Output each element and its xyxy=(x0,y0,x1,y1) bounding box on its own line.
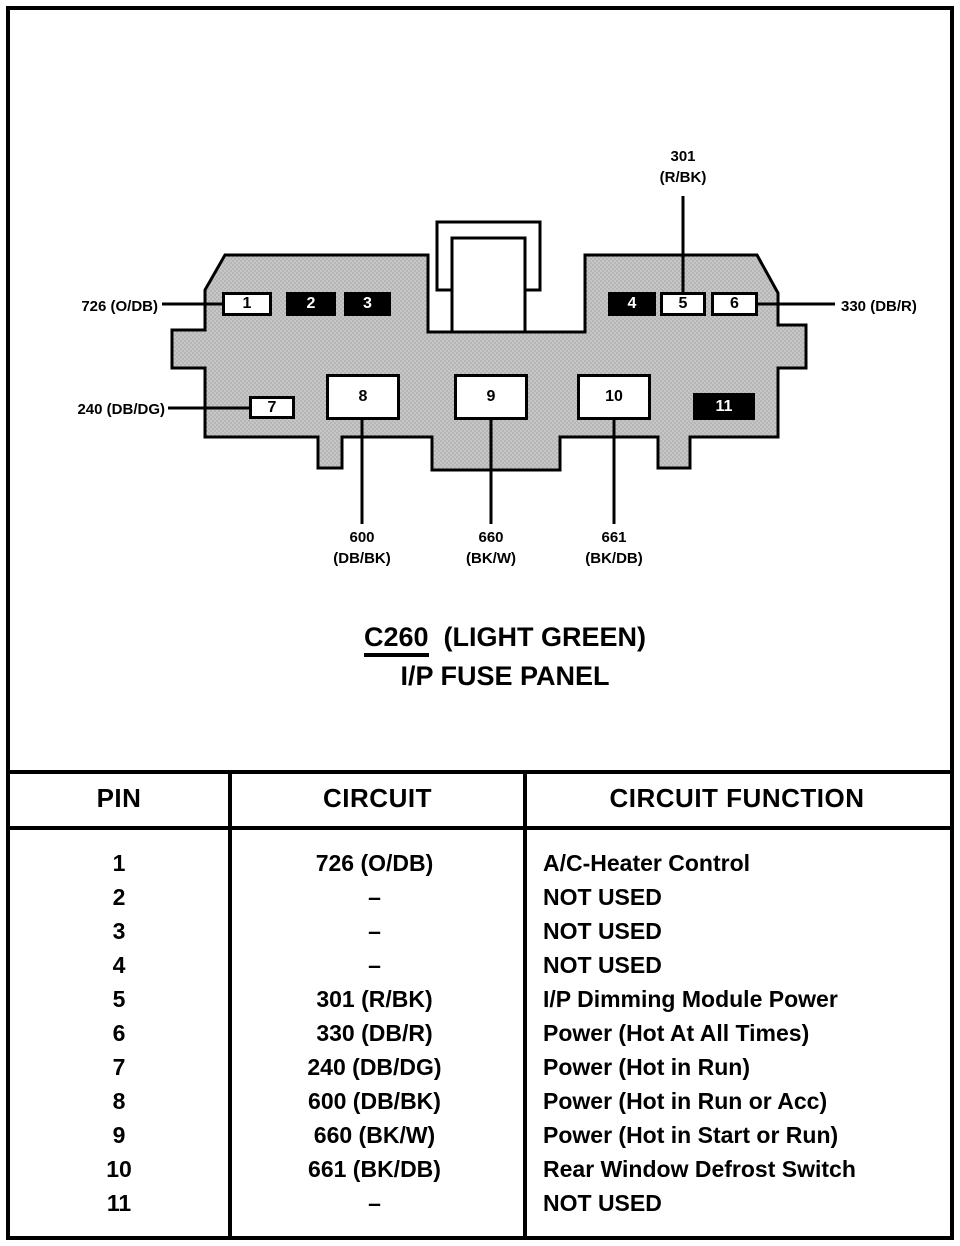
cell-function: A/C-Heater Control xyxy=(543,849,751,876)
wire-label-240: 240 (DB/DG) xyxy=(77,401,165,418)
table-row: 5 301 (R/BK) I/P Dimming Module Power xyxy=(10,982,948,1016)
wire-label-600-color: (DB/BK) xyxy=(333,550,391,567)
wire-label-600: 600 (DB/BK) xyxy=(312,527,412,569)
cell-pin: 10 xyxy=(106,1155,132,1182)
pin-9: 9 xyxy=(454,374,528,420)
connector-title-line: C260 (LIGHT GREEN) xyxy=(30,622,960,657)
connector-code: C260 xyxy=(363,622,429,657)
pin-3: 3 xyxy=(344,292,391,316)
cell-circuit: 726 (O/DB) xyxy=(315,849,434,876)
cell-function: Power (Hot in Run or Acc) xyxy=(543,1087,828,1114)
table-header-rule xyxy=(6,826,954,830)
diagram-title: C260 (LIGHT GREEN) I/P FUSE PANEL xyxy=(30,622,960,692)
table-row: 1 726 (O/DB) A/C-Heater Control xyxy=(10,846,948,880)
pin-10: 10 xyxy=(577,374,651,420)
pin-11: 11 xyxy=(693,393,755,420)
cell-circuit: 301 (R/BK) xyxy=(316,985,433,1012)
pin-2: 2 xyxy=(286,292,336,316)
cell-function: Power (Hot in Run) xyxy=(543,1053,750,1080)
cell-function: NOT USED xyxy=(543,917,662,944)
cell-function: Rear Window Defrost Switch xyxy=(543,1155,856,1182)
wire-label-660-number: 660 xyxy=(478,529,504,546)
wire-label-301-color: (R/BK) xyxy=(659,169,707,186)
pin-4: 4 xyxy=(608,292,656,316)
table-row: 8 600 (DB/BK) Power (Hot in Run or Acc) xyxy=(10,1084,948,1118)
table-header-circuit: CIRCUIT xyxy=(323,783,432,813)
cell-function: Power (Hot At All Times) xyxy=(543,1019,810,1046)
pin-5: 5 xyxy=(660,292,706,316)
wire-label-301-number: 301 xyxy=(670,148,696,165)
cell-pin: 3 xyxy=(112,917,126,944)
wire-label-661: 661 (BK/DB) xyxy=(564,527,664,569)
table-row: 10 661 (BK/DB) Rear Window Defrost Switc… xyxy=(10,1152,948,1186)
table-top-rule xyxy=(6,770,954,774)
cell-pin: 8 xyxy=(112,1087,126,1114)
cell-pin: 9 xyxy=(112,1121,126,1148)
cell-pin: 4 xyxy=(112,951,126,978)
pin-8: 8 xyxy=(326,374,400,420)
cell-pin: 7 xyxy=(112,1053,126,1080)
table-header-function: CIRCUIT FUNCTION xyxy=(609,783,865,813)
cell-pin: 11 xyxy=(106,1189,132,1216)
cell-function: I/P Dimming Module Power xyxy=(543,985,838,1012)
wire-label-301: 301 (R/BK) xyxy=(633,146,733,188)
table-header-pin: PIN xyxy=(96,783,142,813)
cell-pin: 5 xyxy=(112,985,126,1012)
cell-circuit: 600 (DB/BK) xyxy=(308,1087,441,1114)
wire-label-661-number: 661 xyxy=(601,529,627,546)
table-row: 4 – NOT USED xyxy=(10,948,948,982)
table-row: 7 240 (DB/DG) Power (Hot in Run) xyxy=(10,1050,948,1084)
table-body: 1 726 (O/DB) A/C-Heater Control 2 – NOT … xyxy=(10,846,948,1220)
connector-color: (LIGHT GREEN) xyxy=(443,622,647,652)
cell-pin: 6 xyxy=(112,1019,126,1046)
cell-function: NOT USED xyxy=(543,883,662,910)
cell-function: NOT USED xyxy=(543,951,662,978)
table-row: 9 660 (BK/W) Power (Hot in Start or Run) xyxy=(10,1118,948,1152)
pin-7: 7 xyxy=(249,396,295,419)
table-row: 11 – NOT USED xyxy=(10,1186,948,1220)
table-row: 2 – NOT USED xyxy=(10,880,948,914)
cell-circuit: 240 (DB/DG) xyxy=(307,1053,442,1080)
cell-function: Power (Hot in Start or Run) xyxy=(543,1121,839,1148)
wire-label-726: 726 (O/DB) xyxy=(81,298,158,315)
cell-circuit: 330 (DB/R) xyxy=(316,1019,433,1046)
connector-color-note xyxy=(436,622,444,652)
cell-circuit: – xyxy=(368,917,381,944)
cell-circuit: 661 (BK/DB) xyxy=(308,1155,441,1182)
wire-label-600-number: 600 xyxy=(349,529,375,546)
connector-subtitle: I/P FUSE PANEL xyxy=(400,661,610,691)
cell-circuit: – xyxy=(368,951,381,978)
cell-pin: 2 xyxy=(112,883,126,910)
table-divider-2 xyxy=(523,770,527,1236)
wire-label-660-color: (BK/W) xyxy=(466,550,516,567)
cell-pin: 1 xyxy=(112,849,126,876)
wire-label-660: 660 (BK/W) xyxy=(441,527,541,569)
cell-function: NOT USED xyxy=(543,1189,662,1216)
cell-circuit: – xyxy=(368,883,381,910)
cell-circuit: – xyxy=(368,1189,381,1216)
cell-circuit: 660 (BK/W) xyxy=(313,1121,436,1148)
latch-tower-inner xyxy=(450,236,527,334)
pin-1: 1 xyxy=(222,292,272,316)
table-row: 3 – NOT USED xyxy=(10,914,948,948)
wire-label-330: 330 (DB/R) xyxy=(841,298,917,315)
table-row: 6 330 (DB/R) Power (Hot At All Times) xyxy=(10,1016,948,1050)
wire-label-661-color: (BK/DB) xyxy=(585,550,643,567)
pin-6: 6 xyxy=(711,292,758,316)
table-divider-1 xyxy=(228,770,232,1236)
